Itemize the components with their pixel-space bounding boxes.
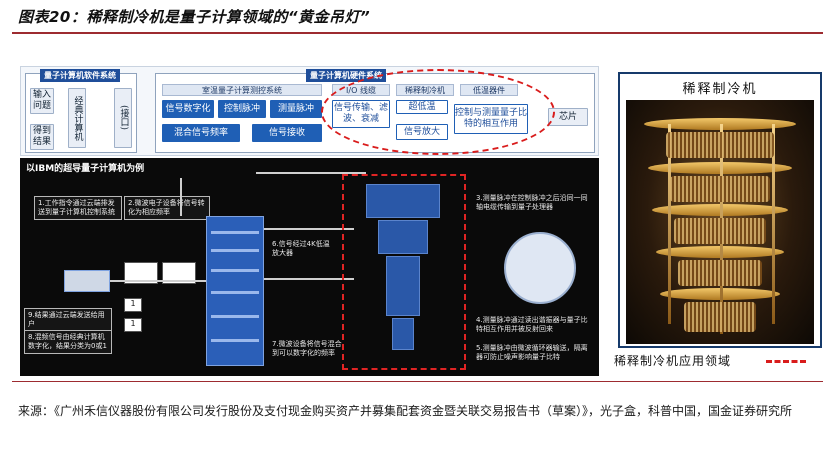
cryostat-middle-stage [378, 220, 428, 254]
output-result-block: 得到结果 [30, 124, 54, 150]
source-note: 来源：《广州禾信仪器股份有限公司发行股份及支付现金购买资产并募集配套资金暨关联交… [18, 398, 823, 424]
software-system-header: 量子计算机软件系统 [40, 69, 120, 82]
step-8-note: 8.混频信号由经典计算机数字化，结果分类为0或1 [24, 330, 112, 354]
dilution-fridge-photo [626, 100, 814, 344]
quantum-processor [392, 318, 414, 350]
bit-card-2: 1 [124, 318, 142, 332]
quantum-system-diagram: 量子计算机软件系统 输入问题 经典计算机 得到结果 (接口) 量子计算机硬件系统… [20, 66, 599, 376]
legend-label: 稀释制冷机应用领域 [614, 354, 731, 368]
photo-label: 稀释制冷机 [620, 78, 820, 97]
measure-pulse-block: 测量脉冲 [270, 100, 322, 118]
figure-legend: 稀释制冷机应用领域 [614, 352, 824, 370]
step-4-note: 4.测量脉冲通过读出谐振器与量子比特相互作用并被反射回来 [476, 316, 594, 334]
step-9-note: 9.结果通过云端发送给用户 [24, 308, 112, 332]
step-3-note: 3.测量脉冲在控制脉冲之后沿同一同轴电缆传输到量子处理器 [476, 194, 594, 212]
interface-block: (接口) [114, 88, 132, 148]
coax-wire-4 [180, 178, 182, 216]
qubit-chip-zoom [504, 232, 576, 304]
step-5-note: 5.测量脉冲由微波循环器输送，隔离器可防止噪声影响量子比特 [476, 344, 594, 362]
legend-red-dash [766, 360, 806, 363]
mix-frequency-block: 混合信号频率 [162, 124, 240, 142]
input-problem-block: 输入问题 [30, 88, 54, 114]
room-temp-system-header: 室温量子计算测控系统 [162, 84, 322, 96]
system-architecture-panel: 量子计算机软件系统 输入问题 经典计算机 得到结果 (接口) 量子计算机硬件系统… [20, 66, 599, 156]
step-2-note: 2.微波电子设备将信号转化为相应频率 [124, 196, 210, 220]
classical-computer-block: 经典计算机 [68, 88, 86, 148]
signal-digitize-block: 信号数字化 [162, 100, 214, 118]
signal-receive-block: 信号接收 [252, 124, 322, 142]
dilution-fridge-photo-frame: 稀释制冷机 [618, 72, 822, 348]
step-1-note: 1.工作指令通过云端排发送到量子计算机控制系统 [34, 196, 122, 220]
coax-wire-1 [264, 228, 354, 230]
ibm-example-panel: 以IBM的超导量子计算机为例 1.工作指令通过云端排发送到量子计算机控制系统 2… [20, 158, 599, 376]
coax-wire-3 [110, 280, 206, 282]
ibm-example-title: 以IBM的超导量子计算机为例 [26, 161, 144, 174]
coax-wire-2 [264, 278, 354, 280]
bit-card-1: 1 [124, 298, 142, 312]
source-divider [12, 381, 823, 382]
control-rack [206, 216, 264, 366]
figure-title: 图表20：稀释制冷机是量子计算领域的“黄金吊灯” [18, 6, 370, 28]
dilution-fridge-highlight-ellipse [321, 69, 555, 155]
title-divider [12, 32, 823, 34]
step-6-note: 6.信号经过4K低温放大器 [272, 240, 332, 258]
user-workstation [64, 270, 110, 292]
cryostat-top-plate [366, 184, 440, 218]
software-system-box: 量子计算机软件系统 输入问题 经典计算机 得到结果 (接口) [25, 73, 137, 153]
control-pulse-block: 控制脉冲 [218, 100, 266, 118]
cryostat-mixing-chamber [386, 256, 420, 316]
step-7-note: 7.微波设备将信号混合到可以数字化的频率 [272, 340, 342, 358]
